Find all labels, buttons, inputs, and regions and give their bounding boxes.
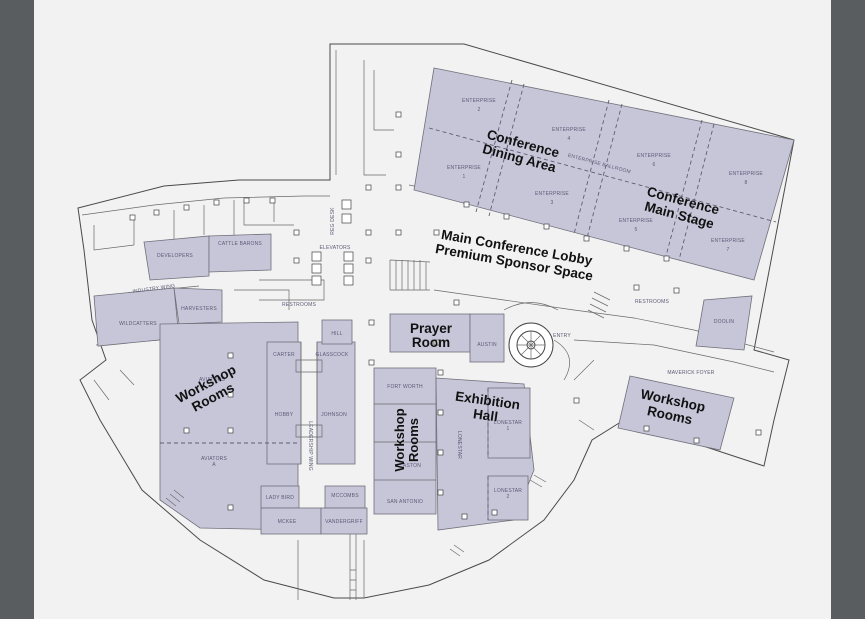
san-antonio-label: SAN ANTONIO bbox=[387, 499, 423, 505]
restrooms-left-label: RESTROOMS bbox=[282, 302, 316, 308]
doolin-label: DOOLIN bbox=[714, 319, 735, 325]
area-labels: ConferenceDining Area ConferenceMain Sta… bbox=[173, 127, 721, 472]
lonestar-label: LONESTAR bbox=[456, 431, 462, 459]
restrooms-right-label: RESTROOMS bbox=[635, 299, 669, 305]
aston-label: ASTON bbox=[403, 463, 421, 469]
vandergriff-label: VANDERGRIFF bbox=[325, 519, 363, 525]
stairs-elevators bbox=[165, 199, 611, 591]
hobby-label: HOBBY bbox=[275, 412, 294, 418]
dining-area-label: ConferenceDining Area bbox=[481, 127, 562, 176]
glasscock-label: GLASSCOCK bbox=[316, 352, 349, 358]
enterprise-ballroom bbox=[413, 67, 795, 281]
johnson-label: JOHNSON bbox=[321, 412, 347, 418]
entry-rotunda bbox=[503, 302, 570, 381]
lobby-label: Main Conference LobbyPremium Sponsor Spa… bbox=[434, 226, 597, 283]
mckee-label: MCKEE bbox=[278, 519, 297, 525]
leadership-corridor bbox=[295, 342, 323, 464]
entry-label: ENTRY bbox=[553, 333, 571, 339]
reg-desk-label: REG DESK bbox=[330, 207, 336, 235]
aviators-label: AVIATORS bbox=[199, 377, 226, 383]
harvesters-label: HARVESTERS bbox=[181, 306, 217, 312]
columns bbox=[129, 111, 762, 520]
wildcatters-label: WILDCATTERS bbox=[119, 321, 157, 327]
industry-wing-label: INDUSTRY WING bbox=[132, 283, 175, 295]
developers-label: DEVELOPERS bbox=[157, 253, 193, 259]
lady-bird-label: LADY BIRD bbox=[266, 495, 294, 501]
carter-label: CARTER bbox=[273, 352, 295, 358]
shaded-rooms bbox=[93, 233, 753, 535]
cattle-barons-label: CATTLE BARONS bbox=[218, 241, 262, 247]
elevators-label: ELEVATORS bbox=[320, 245, 351, 251]
leadership-wing-label: LEADERSHIP WING bbox=[307, 421, 313, 471]
workshop-rooms-center-label: WorkshopRooms bbox=[392, 408, 421, 471]
hill-label: HILL bbox=[331, 331, 342, 337]
fort-worth-label: FORT WORTH bbox=[387, 384, 423, 390]
mccombs-label: MCCOMBS bbox=[331, 493, 359, 499]
maverick-foyer-label: MAVERICK FOYER bbox=[667, 370, 714, 376]
austin-label: AUSTIN bbox=[477, 342, 497, 348]
